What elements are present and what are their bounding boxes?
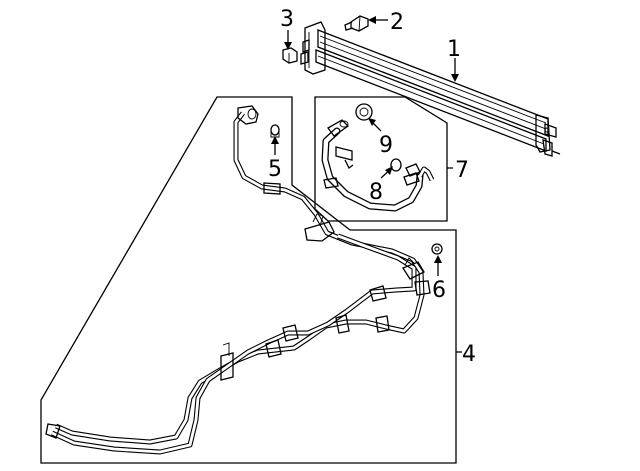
part-2-bolt: [344, 15, 369, 32]
part-4-outline: [40, 96, 457, 464]
callout-6: 6: [432, 278, 446, 303]
part-9-seal: [355, 103, 373, 121]
part-5-seal: [270, 124, 280, 138]
part-4-tube-assembly: [45, 105, 431, 455]
callout-8: 8: [369, 180, 383, 205]
callout-4: 4: [462, 342, 476, 367]
callout-1: 1: [447, 37, 461, 62]
callout-2: 2: [390, 10, 404, 35]
part-1-cooler: [300, 21, 561, 157]
part-6-seal: [431, 243, 443, 255]
leader-lines: [271, 16, 462, 353]
callout-7: 7: [455, 158, 469, 183]
callout-5: 5: [268, 157, 282, 182]
callout-3: 3: [280, 7, 294, 32]
callout-9: 9: [379, 133, 393, 158]
part-7-hose-assembly: [321, 119, 435, 212]
part-8-oring: [390, 158, 402, 172]
part-3-clip: [282, 47, 298, 64]
